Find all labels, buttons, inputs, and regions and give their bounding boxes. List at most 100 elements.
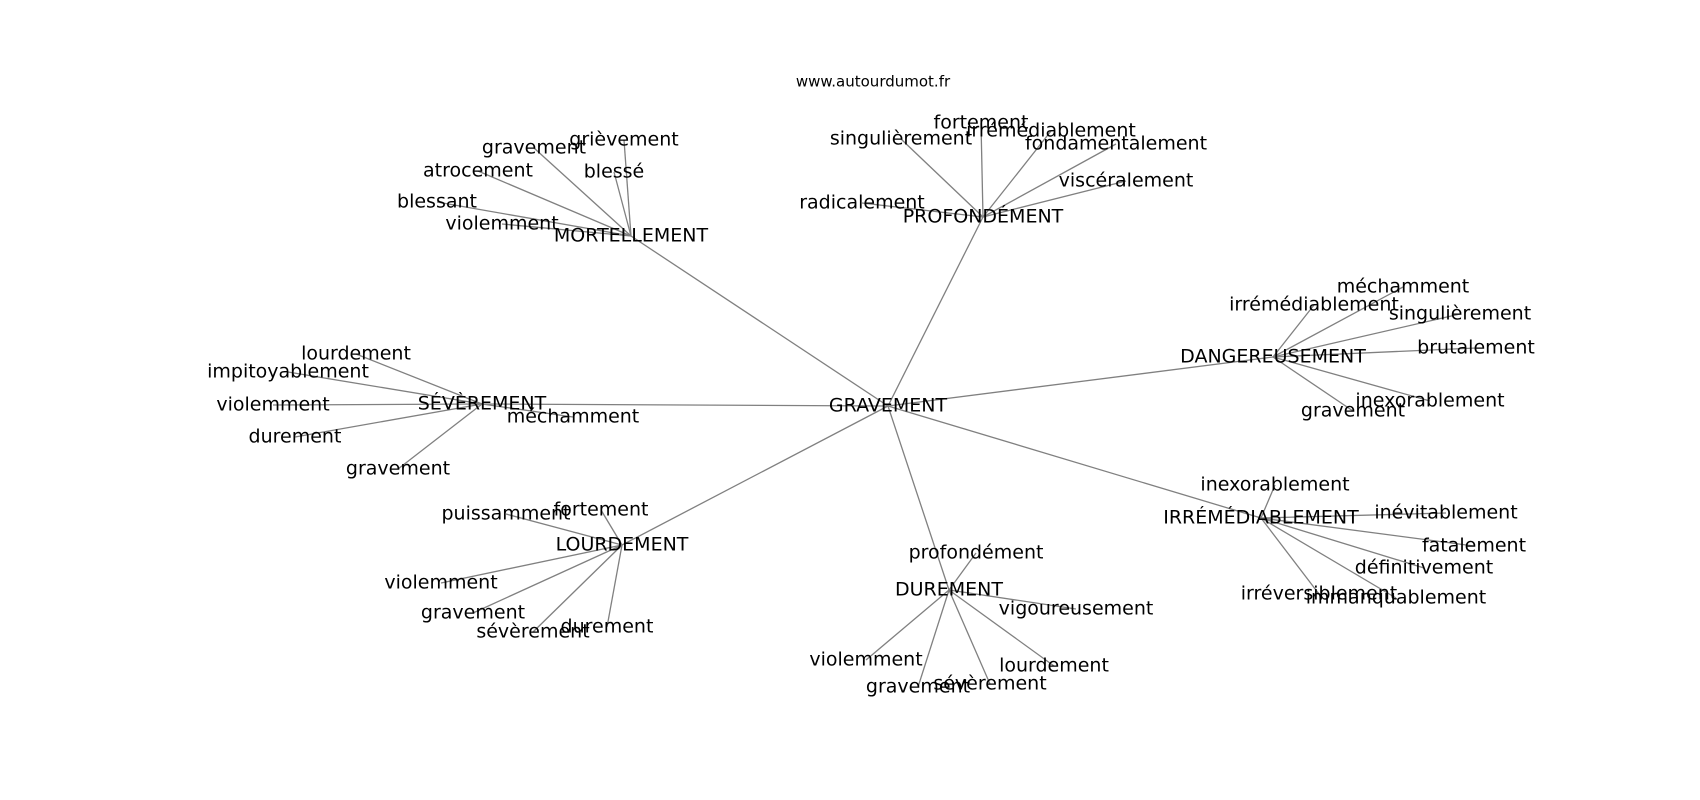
edge-branch-to-leaf (533, 147, 632, 237)
leaf-node-label: gravement (421, 602, 525, 624)
leaf-node-label: lourdement (301, 343, 411, 365)
edge-branch-to-leaf (481, 403, 574, 418)
branch-node-label: DANGEREUSEMENT (1180, 346, 1366, 368)
edge-branch-to-leaf (948, 589, 1055, 667)
source-watermark: www.autourdumot.fr (796, 73, 951, 91)
edge-branch-to-leaf (505, 513, 623, 546)
root-node-label: GRAVEMENT (829, 395, 948, 417)
leaf-node-label: gravement (866, 676, 970, 698)
graph-nodes: www.autourdumot.fr grièvementgravementbl… (207, 73, 1535, 698)
leaf-node-label: irrémédiablement (966, 120, 1136, 142)
edge-root-to-branch (481, 403, 889, 407)
leaf-node-label: violemment (384, 572, 497, 594)
edge-branch-to-leaf (982, 143, 1117, 218)
edge-branch-to-leaf (1260, 517, 1425, 569)
leaf-node-label: fondamentalement (1025, 133, 1207, 155)
leaf-node-label: viscéralement (1059, 170, 1194, 192)
edge-branch-to-leaf (1260, 517, 1475, 547)
edge-branch-to-leaf (948, 552, 977, 591)
branch-node-label: PROFONDÉMENT (903, 205, 1064, 228)
edge-branch-to-leaf (1260, 512, 1447, 519)
leaf-node-label: singulièrement (830, 128, 972, 150)
edge-branch-to-leaf (980, 122, 984, 218)
leaf-node-label: profondément (909, 542, 1044, 564)
edge-branch-to-leaf (1272, 304, 1315, 358)
edge-branch-to-leaf (1272, 347, 1477, 358)
leaf-node-label: singulièrement (1389, 303, 1531, 325)
leaf-node-label: fortement (554, 499, 649, 521)
leaf-node-label: lourdement (999, 655, 1109, 677)
leaf-node-label: grièvement (569, 129, 678, 151)
edge-branch-to-leaf (477, 170, 632, 237)
edge-branch-to-leaf (501, 223, 632, 237)
leaf-node-label: violemment (809, 649, 922, 671)
edge-branch-to-leaf (600, 509, 623, 546)
leaf-node-label: brutalement (1417, 337, 1535, 359)
edge-root-to-branch (887, 405, 950, 591)
edge-branch-to-leaf (917, 589, 950, 688)
leaf-node-label: inexorablement (1355, 390, 1504, 412)
leaf-node-label: inévitablement (1374, 502, 1517, 524)
leaf-node-label: irrémédiablement (1229, 294, 1399, 316)
leaf-node-label: sévèrement (476, 621, 589, 643)
leaf-node-label: inexorablement (1200, 474, 1349, 496)
edge-branch-to-leaf (948, 589, 1077, 610)
edge-branch-to-leaf (865, 589, 950, 661)
leaf-node-label: gravement (482, 137, 586, 159)
edge-branch-to-leaf (1272, 313, 1461, 358)
edge-branch-to-leaf (397, 403, 483, 470)
edge-branch-to-leaf (1272, 356, 1431, 402)
leaf-node-label: puissamment (441, 503, 570, 525)
edge-branch-to-leaf (532, 544, 623, 633)
edge-branch-to-leaf (436, 201, 632, 237)
branch-node-label: IRRÉMÉDIABLEMENT (1163, 506, 1359, 529)
edge-branch-to-leaf (1260, 517, 1320, 595)
leaf-node-label: impitoyablement (207, 361, 369, 383)
edge-branch-to-leaf (982, 180, 1127, 218)
edge-branch-to-leaf (982, 130, 1052, 218)
leaf-node-label: violemment (216, 394, 329, 416)
leaf-node-label: durement (249, 426, 342, 448)
edge-branch-to-leaf (1260, 517, 1397, 599)
leaf-node-label: irréversiblement (1241, 583, 1397, 605)
leaf-node-label: gravement (346, 458, 450, 480)
edge-branch-to-leaf (623, 139, 632, 237)
edge-root-to-branch (887, 356, 1274, 407)
edge-branch-to-leaf (1260, 484, 1276, 519)
edge-root-to-branch (621, 405, 889, 546)
leaf-node-label: blessant (397, 191, 477, 213)
leaf-node-label: sévèrement (933, 673, 1046, 695)
branch-node-label: LOURDEMENT (556, 534, 689, 556)
leaf-node-label: blessé (584, 161, 645, 183)
edge-branch-to-leaf (355, 353, 483, 405)
edge-branch-to-leaf (287, 371, 483, 405)
edge-branch-to-leaf (606, 544, 623, 628)
leaf-node-label: radicalement (799, 192, 925, 214)
edge-branch-to-leaf (440, 544, 623, 584)
leaf-node-label: méchamment (507, 406, 640, 428)
leaf-node-label: fatalement (1422, 535, 1526, 557)
edge-branch-to-leaf (1272, 286, 1404, 358)
edge-branch-to-leaf (472, 544, 623, 614)
branch-node-label: DUREMENT (895, 579, 1003, 601)
edge-branch-to-leaf (272, 403, 483, 406)
leaf-node-label: fortement (934, 112, 1029, 134)
edge-branch-to-leaf (613, 171, 632, 237)
leaf-node-label: immanquablement (1306, 587, 1486, 609)
edge-branch-to-leaf (900, 138, 984, 218)
leaf-node-label: atrocement (423, 160, 533, 182)
edge-branch-to-leaf (861, 202, 984, 218)
leaf-node-label: méchamment (1337, 276, 1470, 298)
edge-root-to-branch (887, 216, 984, 407)
edge-root-to-branch (887, 405, 1262, 519)
leaf-node-label: gravement (1301, 400, 1405, 422)
leaf-node-label: vigoureusement (999, 598, 1154, 620)
leaf-node-label: violemment (445, 213, 558, 235)
branch-node-label: MORTELLEMENT (554, 225, 709, 247)
edge-branch-to-leaf (1272, 356, 1354, 412)
edge-root-to-branch (630, 235, 889, 407)
edge-branch-to-leaf (294, 403, 483, 438)
graph-edges (272, 122, 1477, 688)
leaf-node-label: définitivement (1355, 557, 1493, 579)
